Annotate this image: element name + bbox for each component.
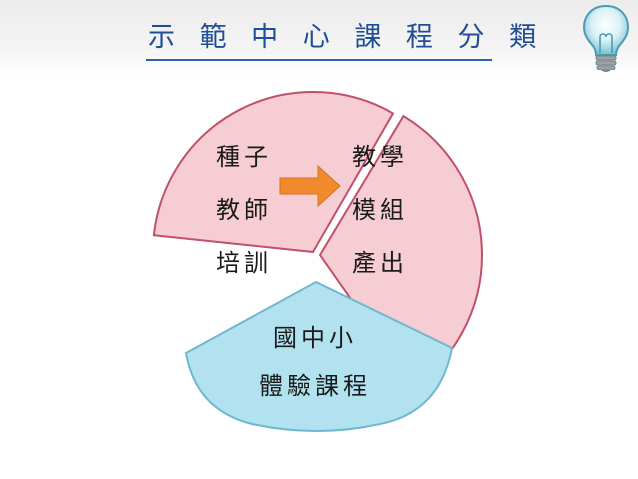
right-arrow-icon (279, 164, 341, 208)
segment-label-line: 種子 (216, 143, 272, 171)
segment-label-line: 教師 (216, 196, 272, 224)
slide-title: 示 範 中 心 課 程 分 類 (148, 22, 545, 53)
segment-junior-high-experience (184, 280, 454, 432)
segment-label-line: 培訓 (216, 249, 272, 277)
title-underline (146, 59, 492, 61)
header-band (0, 0, 638, 78)
arrow-group (279, 164, 341, 208)
lightbulb-icon (582, 4, 630, 72)
segment-label-line: 教學 (352, 143, 408, 171)
segment-label-line: 國中小 (273, 324, 357, 352)
segment-label-line: 產出 (352, 249, 408, 277)
segment-label-line: 模組 (352, 196, 408, 224)
segment-label-line: 體驗課程 (259, 372, 371, 400)
segment-seed-teacher-training (152, 91, 395, 254)
segment-group (152, 91, 483, 432)
